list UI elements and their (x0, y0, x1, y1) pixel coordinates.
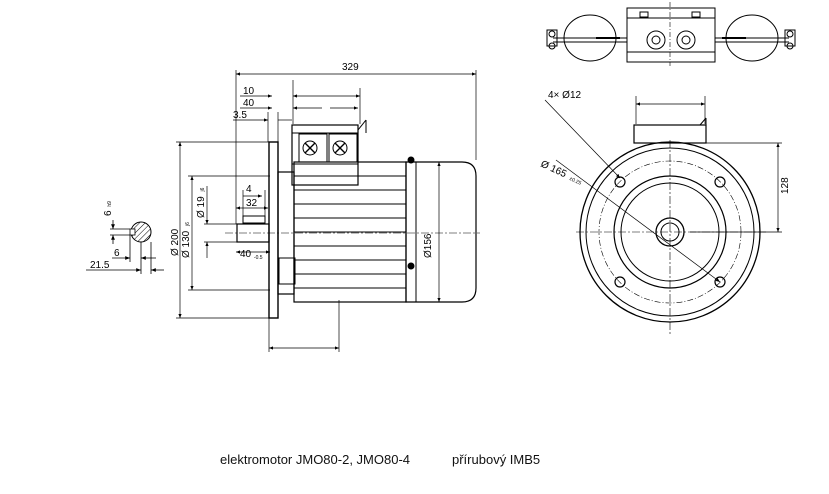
dim-pcd-value: Ø 165 (539, 159, 569, 181)
dim-4: 4 (246, 184, 252, 195)
dim-40-bottom: 40 -0.5 (240, 249, 263, 261)
dim-40-bottom-value: 40 (240, 249, 252, 260)
dim-dia-200: Ø 200 (170, 228, 181, 256)
dim-holes: 4× Ø12 (548, 90, 582, 101)
caption-model: elektromotor JMO80-2, JMO80-4 (220, 452, 411, 467)
front-view-dimensions (544, 96, 782, 283)
dim-dia-19-tolerance: j6 (200, 187, 206, 192)
shaft-section (86, 220, 164, 274)
dim-pcd-tolerance: ±0.25 (568, 176, 582, 187)
dim-40-bottom-tolerance: -0.5 (254, 255, 263, 261)
dim-dia-19: Ø 19 j6 (196, 187, 207, 218)
dim-key-6-vertical-tolerance: h9 (107, 201, 113, 207)
dim-dia-156: Ø156 (423, 233, 434, 258)
dim-10: 10 (243, 86, 255, 97)
dim-dia-130-value: Ø 130 (181, 230, 192, 258)
dim-key-6-vertical-value: 6 (103, 210, 114, 216)
shaft-section-labels: 6 h9 6 21.5 (90, 201, 120, 271)
caption-mount: přírubový IMB5 (452, 452, 541, 467)
side-view-labels: 329 10 40 3.5 4 32 40 -0.5 Ø 200 Ø 130 j… (170, 62, 434, 261)
dim-key-6-vertical: 6 h9 (103, 201, 114, 216)
dim-dia-130: Ø 130 j6 (181, 222, 192, 258)
dim-32: 32 (246, 198, 258, 209)
dim-3-5: 3.5 (233, 110, 247, 121)
dim-128: 128 (780, 177, 791, 194)
dim-key-6: 6 (114, 248, 120, 259)
dim-overall-length: 329 (342, 62, 359, 73)
dim-dia-19-value: Ø 19 (196, 196, 207, 218)
dim-21-5: 21.5 (90, 260, 110, 271)
top-view (546, 2, 796, 66)
dim-40-top: 40 (243, 98, 255, 109)
front-view (576, 117, 766, 336)
side-view (225, 119, 480, 319)
side-view-dimensions (176, 70, 477, 352)
dim-dia-130-tolerance: j6 (185, 222, 191, 227)
dim-pcd: Ø 165 ±0.25 (539, 159, 584, 188)
